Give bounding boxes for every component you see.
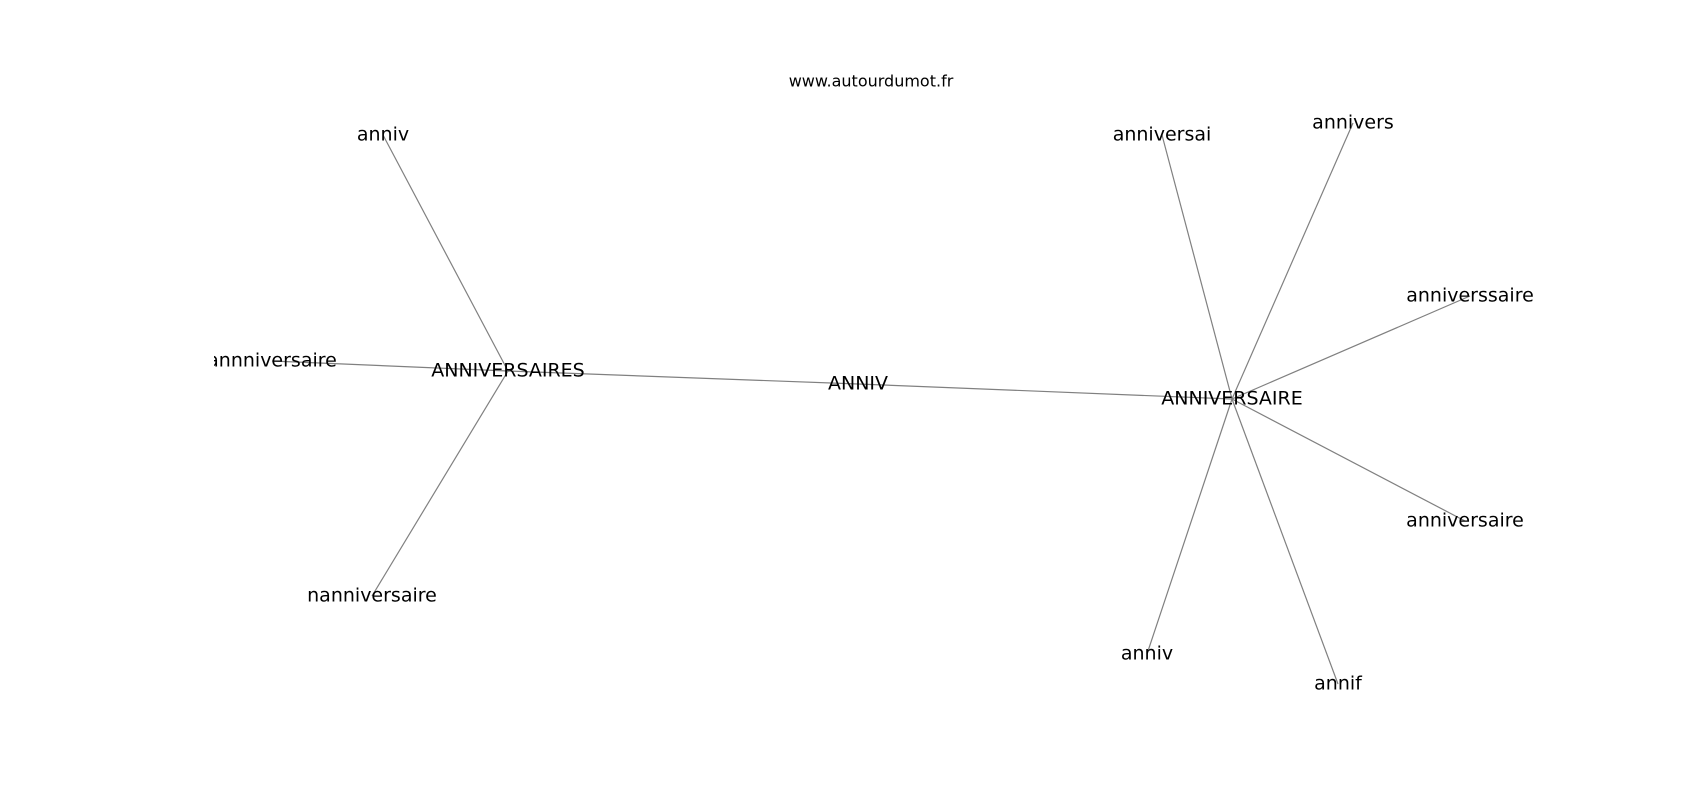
- edge-anniv_center-anniversaires: [507, 370, 859, 385]
- edge-anniversaire_hub-anniverssaire: [1231, 295, 1471, 400]
- nodes-layer: ANNIV ANNIVERSAIRES ANNIVERSAIRE anniv annni…: [207, 112, 1534, 695]
- edges-layer: [271, 122, 1471, 685]
- edge-anniversaires-nanniversaire: [371, 370, 509, 597]
- edge-anniversaire_hub-anniversai: [1161, 134, 1233, 400]
- node-label-anniversai: anniversai: [1113, 124, 1212, 146]
- node-label-annniversaire: annniversaire: [207, 350, 337, 372]
- edge-anniversaires-annniversaire: [271, 360, 509, 372]
- node-label-anniversaire_hub: ANNIVERSAIRE: [1161, 388, 1302, 410]
- node-label-anniv_center: ANNIV: [828, 373, 888, 395]
- node-label-annif: annif: [1314, 673, 1363, 695]
- edge-anniversaire_hub-annif: [1231, 398, 1339, 685]
- edge-anniversaires-anniv_left: [382, 134, 509, 372]
- edge-anniversaire_hub-annivers: [1231, 122, 1354, 400]
- site-watermark: www.autourdumot.fr: [789, 72, 954, 91]
- edge-anniv_center-anniversaire_hub: [857, 383, 1233, 400]
- node-label-anniverssaire: anniverssaire: [1406, 285, 1534, 307]
- node-label-nanniversaire: nanniversaire: [307, 585, 437, 607]
- node-label-anniv_right: anniv: [1121, 643, 1173, 665]
- node-label-anniversaires: ANNIVERSAIRES: [431, 360, 585, 382]
- node-label-anniversaire_low: anniversaire: [1406, 510, 1524, 532]
- node-label-anniv_left: anniv: [357, 124, 409, 146]
- edge-anniversaire_hub-anniv_right: [1146, 398, 1233, 655]
- edge-anniversaire_hub-anniversaire_low: [1231, 398, 1466, 522]
- node-label-annivers: annivers: [1312, 112, 1394, 134]
